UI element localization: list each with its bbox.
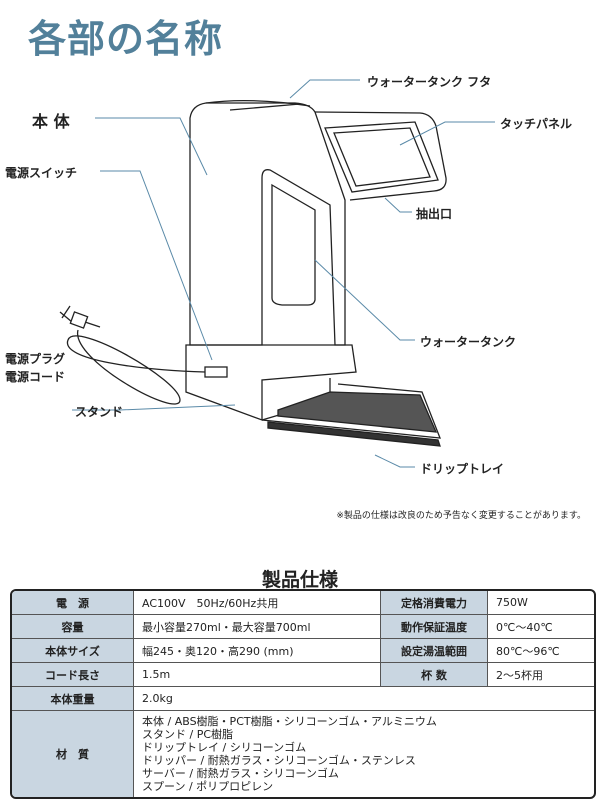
leader-lines (72, 79, 495, 468)
spec-value: 80℃〜96℃ (487, 638, 594, 663)
material-line: スプーン / ポリプロピレン (142, 780, 274, 793)
label-plug: 電源プラグ (5, 352, 66, 366)
label-touch-panel: タッチパネル (500, 117, 573, 131)
spec-value: 750W (487, 591, 594, 615)
spec-key: 材 質 (12, 710, 134, 797)
spec-value: 0℃〜40℃ (487, 614, 594, 639)
spec-key: 定格消費電力 (380, 591, 488, 615)
label-power-switch: 電源スイッチ (5, 166, 78, 180)
material-line: 本体 / ABS樹脂・PCT樹脂・シリコーンゴム・アルミニウム (142, 715, 437, 728)
material-line: ドリッパー / 耐熱ガラス・シリコーンゴム・ステンレス (142, 754, 416, 767)
material-list: 本体 / ABS樹脂・PCT樹脂・シリコーンゴム・アルミニウム スタンド / P… (133, 710, 594, 797)
label-body: 本 体 (32, 112, 70, 131)
page-title: 各部の名称 (28, 17, 224, 61)
spec-value: 幅245・奥120・高290 (mm) (133, 638, 381, 663)
spec-value: 2.0kg (133, 686, 594, 711)
spec-value: 1.5m (133, 662, 381, 687)
spec-title: 製品仕様 (261, 569, 338, 591)
material-line: ドリップトレイ / シリコーンゴム (142, 741, 307, 754)
spec-key: 本体重量 (12, 686, 134, 711)
spec-key: 容量 (12, 614, 134, 639)
spec-key: 動作保証温度 (380, 614, 488, 639)
label-drip-tray: ドリップトレイ (420, 462, 505, 476)
spec-key: 杯 数 (380, 662, 488, 687)
spec-key: 本体サイズ (12, 638, 134, 663)
spec-value: 2〜5杯用 (487, 662, 594, 687)
label-outlet: 抽出口 (416, 207, 453, 221)
coffee-maker-illustration (59, 99, 447, 447)
product-diagram (59, 79, 495, 468)
label-water-tank: ウォータータンク (420, 335, 517, 349)
spec-value: 最小容量270ml・最大容量700ml (133, 614, 381, 639)
spec-key: 設定湯温範囲 (380, 638, 488, 663)
spec-key: コード長さ (12, 662, 134, 687)
label-tank-lid: ウォータータンク フタ (367, 75, 492, 89)
material-line: スタンド / PC樹脂 (142, 728, 234, 741)
table-row: 材 質 本体 / ABS樹脂・PCT樹脂・シリコーンゴム・アルミニウム スタンド… (12, 710, 594, 797)
spec-key: 電 源 (12, 591, 134, 615)
spec-value: AC100V 50Hz/60Hz共用 (133, 591, 381, 615)
spec-change-note: ※製品の仕様は改良のため予告なく変更することがあります。 (336, 511, 586, 521)
label-stand: スタンド (75, 405, 124, 419)
label-cord: 電源コード (5, 370, 66, 384)
material-line: サーバー / 耐熱ガラス・シリコーンゴム (142, 767, 339, 780)
